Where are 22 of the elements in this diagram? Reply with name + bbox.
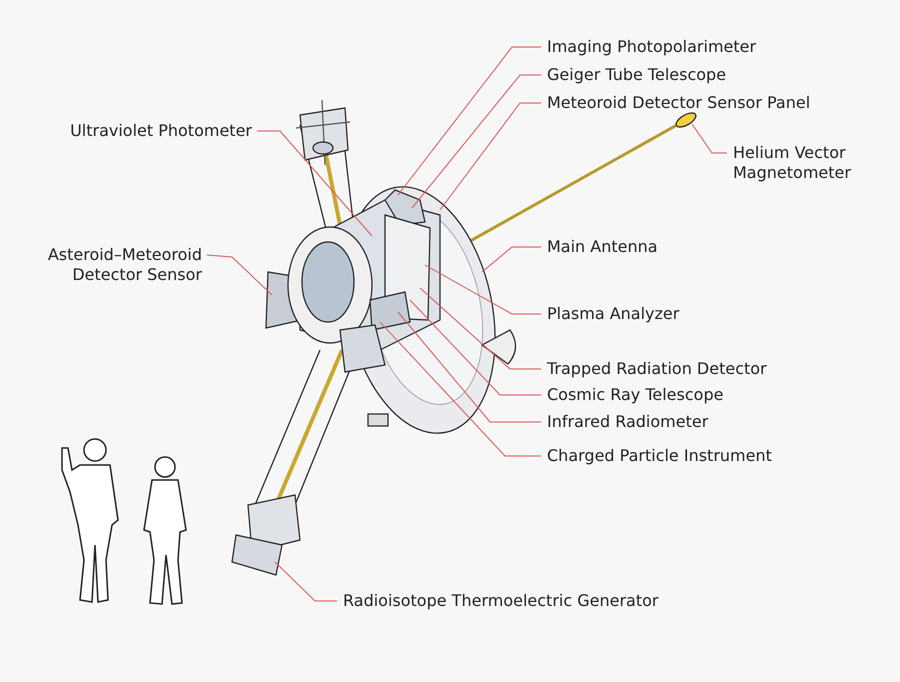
part-label: Asteroid–Meteoroid Detector Sensor [32,245,202,285]
leader-line [380,322,542,456]
part-label: Plasma Analyzer [547,304,680,324]
leader-line [420,288,542,370]
part-label: Charged Particle Instrument [547,446,772,466]
leader-line [256,130,372,236]
leader-line [424,264,542,314]
part-label: Infrared Radiometer [547,412,708,432]
part-label: Meteoroid Detector Sensor Panel [547,93,810,113]
part-label: Radioisotope Thermoelectric Generator [343,591,658,611]
part-label: Geiger Tube Telescope [547,65,726,85]
leader-line [274,562,338,602]
part-label: Imaging Photopolarimeter [547,37,756,57]
magnetometer-sensor [676,112,696,128]
part-label: Helium Vector Magnetometer [733,143,863,183]
part-label: Trapped Radiation Detector [547,359,767,379]
part-label: Ultraviolet Photometer [70,121,252,141]
part-label: Cosmic Ray Telescope [547,385,724,405]
leader-line [410,300,542,396]
leader-line [692,124,728,154]
leader-line [206,254,272,296]
leader-line [398,312,542,422]
